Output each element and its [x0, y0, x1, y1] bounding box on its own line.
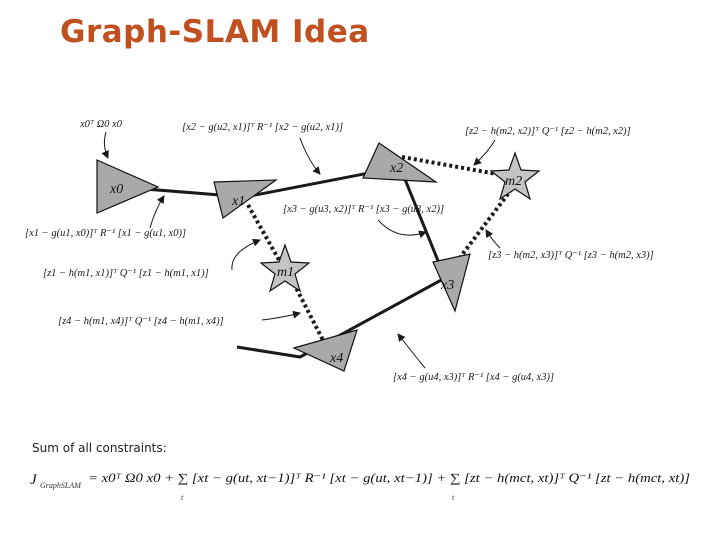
arrow-motion-x2-x3	[377, 219, 427, 239]
prior-constraint: x0ᵀ Ω0 x0	[79, 119, 123, 130]
pose-label-x4: x4	[329, 351, 343, 366]
pose-label-x0: x0	[109, 182, 123, 197]
measurement-constraint-x3-m2: [z3 − h(m2, x3)]ᵀ Q⁻¹ [z3 − h(m2, x3)]	[488, 250, 654, 261]
motion-constraint-x2-x3: [x3 − g(u3, x2)]ᵀ R⁻¹ [x3 − g(u3, x2)]	[283, 204, 444, 215]
pose-node-x0	[96, 159, 160, 214]
landmark-node-m1	[259, 243, 311, 293]
measurement-edge-x4-m1	[289, 277, 330, 351]
arrow-measurement-x2-m2	[473, 139, 496, 166]
arrow-measurement-x3-m2	[485, 229, 501, 249]
landmark-label-m1: m1	[277, 265, 294, 280]
landmark-node-m2	[489, 151, 541, 201]
arrow-measurement-x1-m1	[231, 238, 261, 271]
arrow-motion-x1-x2	[299, 137, 321, 175]
arrow-measurement-x4-m1	[261, 310, 301, 321]
sum-label: Sum of all constraints:	[32, 441, 167, 455]
motion-constraint-x3-x4: [x4 − g(u4, x3)]ᵀ R⁻¹ [x4 − g(u4, x3)]	[393, 372, 554, 383]
pose-label-x3: x3	[440, 278, 454, 293]
slide-title: Graph-SLAM Idea	[60, 14, 370, 50]
sum-index-measurement: t	[452, 493, 455, 502]
measurement-constraint-x2-m2: [z2 − h(m2, x2)]ᵀ Q⁻¹ [z2 − h(m2, x2)]	[465, 126, 631, 137]
motion-constraint-x0-x1: [x1 − g(u1, x0)]ᵀ R⁻¹ [x1 − g(u1, x0)]	[25, 228, 186, 239]
measurement-edge-x1-m1	[246, 204, 281, 261]
landmark-label-m2: m2	[505, 174, 522, 189]
arrow-motion-x3-x4	[397, 333, 426, 369]
pose-label-x2: x2	[389, 161, 403, 176]
pose-node-x3	[432, 253, 471, 313]
total-cost-lhs-subscript: GraphSLAM	[40, 481, 82, 490]
arrow-prior	[101, 131, 109, 159]
pose-node-x1	[213, 179, 278, 220]
total-cost-rhs: = x0ᵀ Ω0 x0 + ∑ [xt − g(ut, xt−1)]ᵀ R⁻¹ …	[88, 471, 690, 485]
arrow-motion-x0-x1	[149, 195, 165, 229]
pose-label-x1: x1	[231, 194, 245, 209]
motion-constraint-x1-x2: [x2 − g(u2, x1)]ᵀ R⁻¹ [x2 − g(u2, x1)]	[182, 122, 343, 133]
total-cost-lhs: J	[30, 472, 38, 488]
measurement-constraint-x1-m1: [z1 − h(m1, x1)]ᵀ Q⁻¹ [z1 − h(m1, x1)]	[43, 268, 209, 279]
measurement-edge-x3-m2	[450, 188, 513, 270]
measurement-constraint-x4-m1: [z4 − h(m1, x4)]ᵀ Q⁻¹ [z4 − h(m1, x4)]	[58, 316, 224, 327]
pose-node-x4	[292, 329, 358, 372]
total-cost-equation: J GraphSLAM = x0ᵀ Ω0 x0 + ∑ [xt − g(ut, …	[30, 471, 690, 502]
sum-index-motion: t	[181, 493, 184, 502]
pose-node-x2	[362, 142, 439, 183]
